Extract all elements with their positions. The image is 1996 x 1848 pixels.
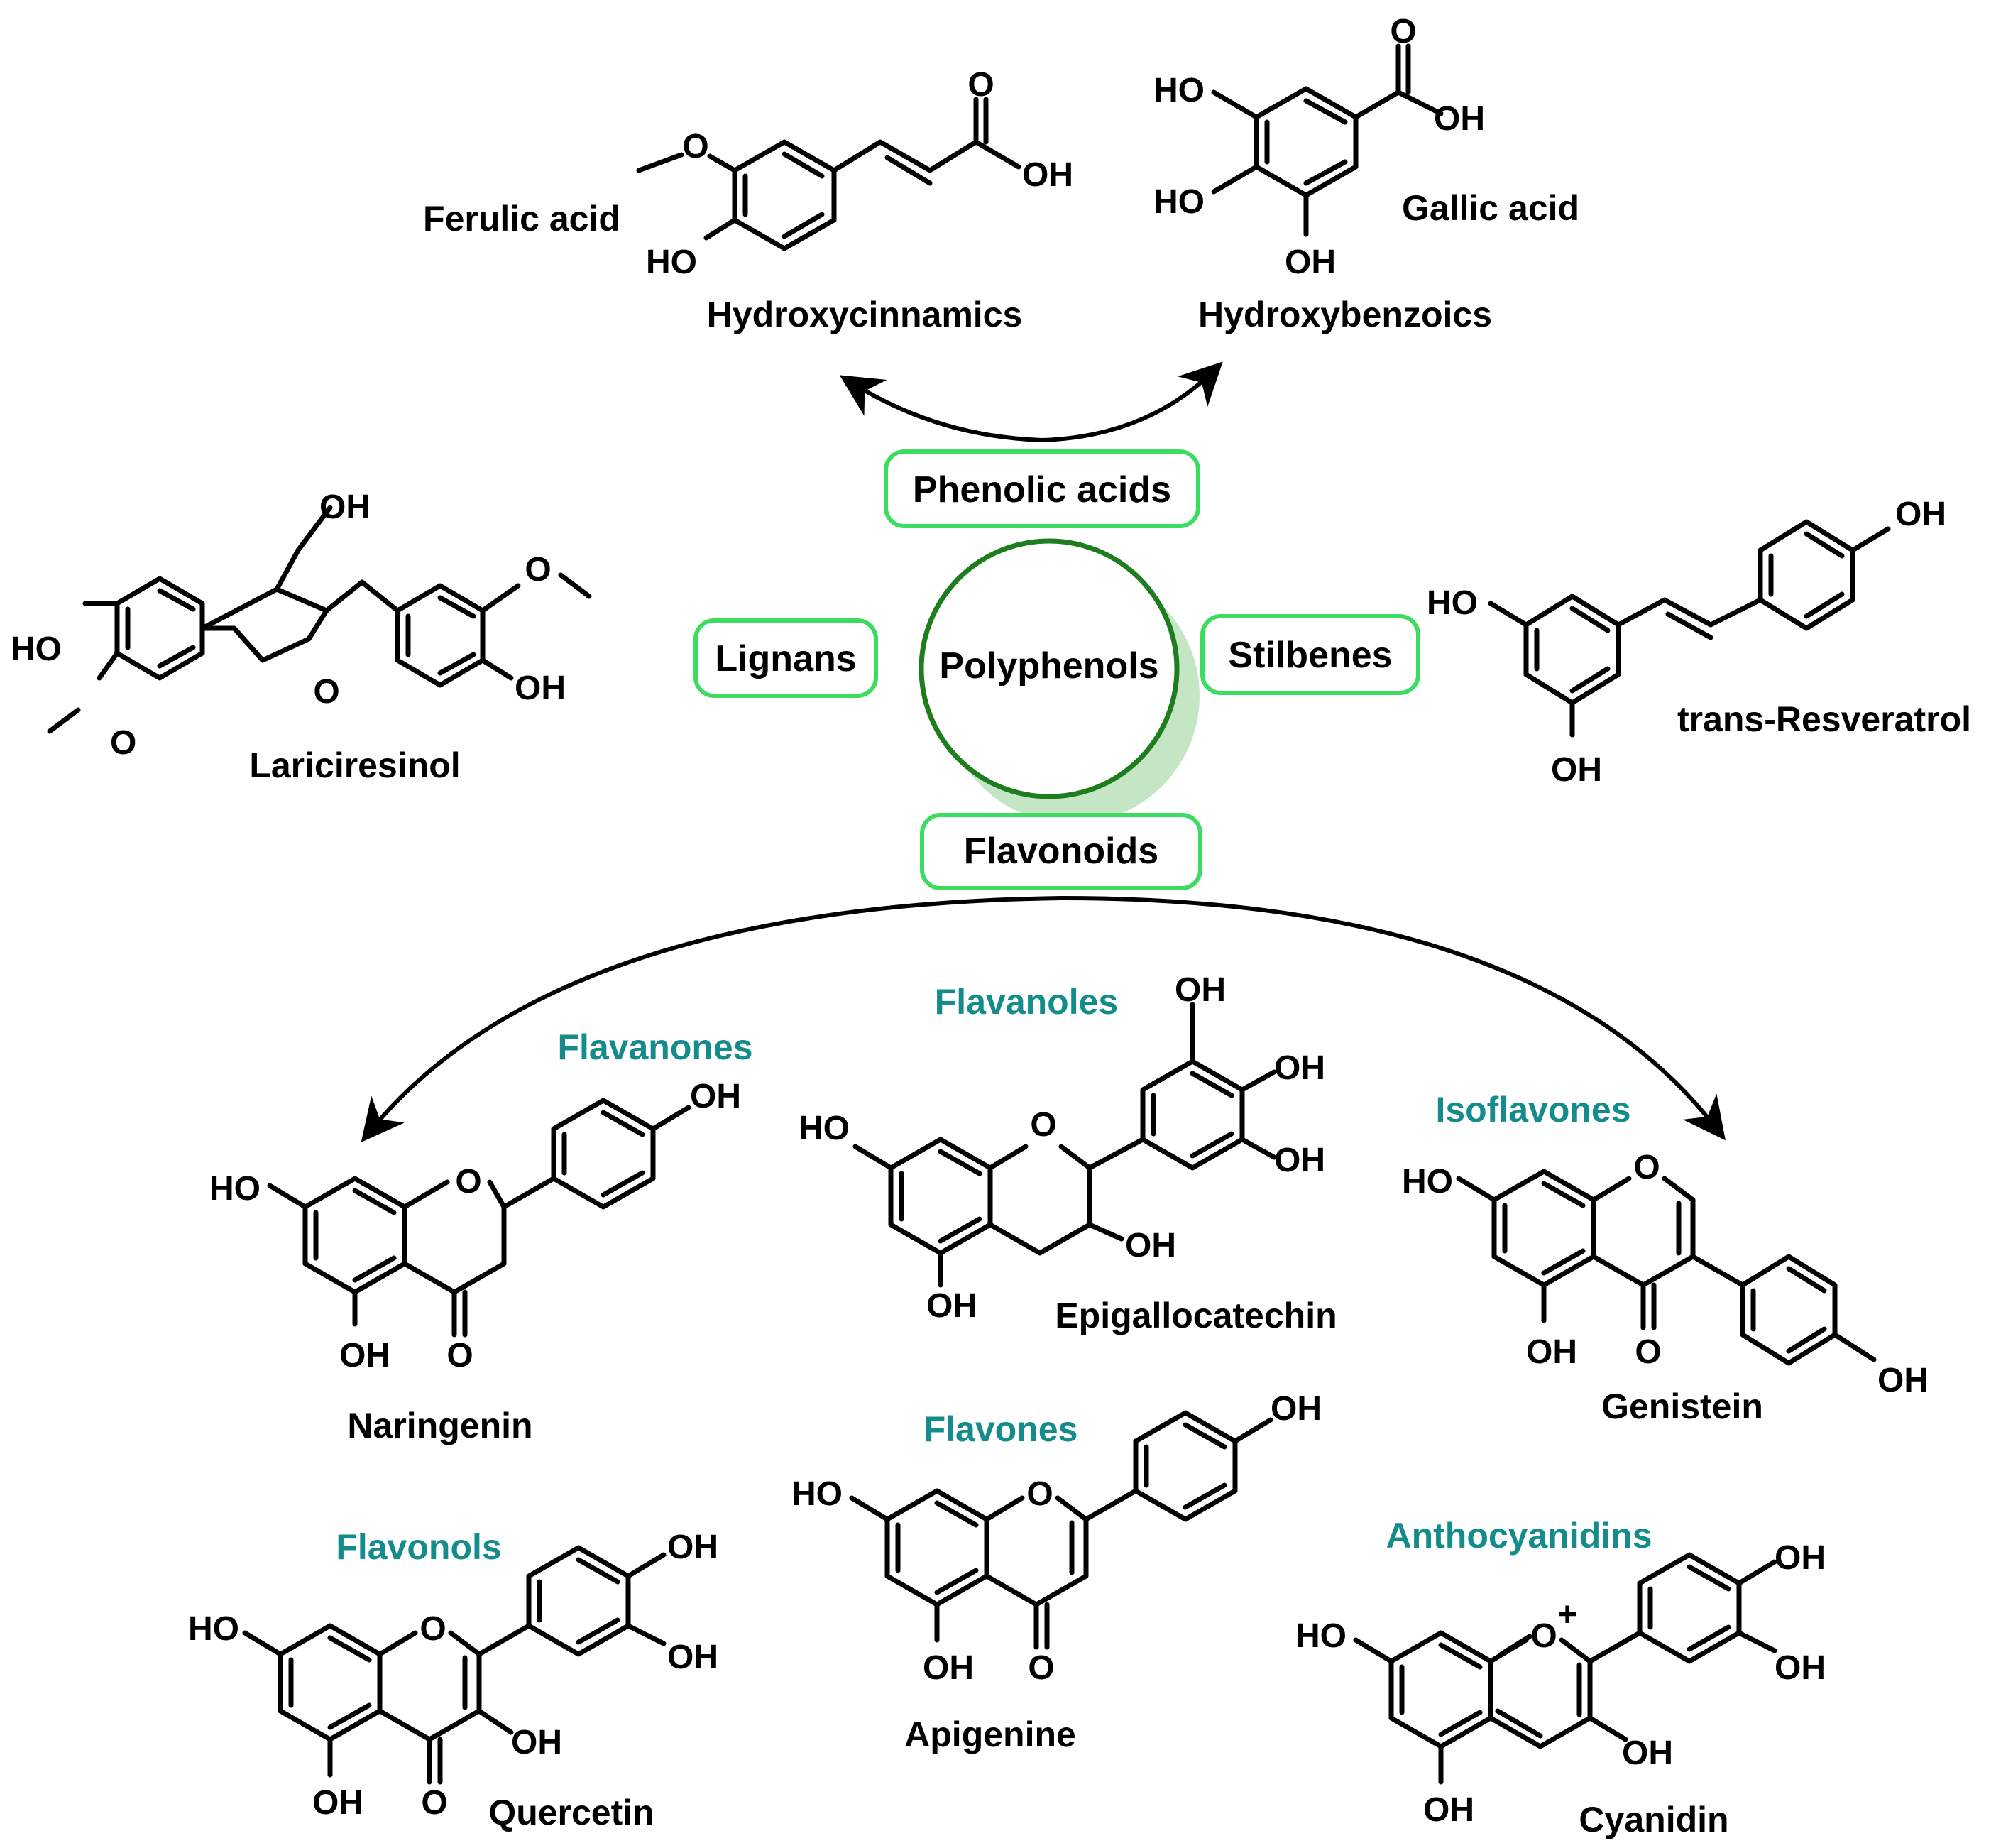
class-box-lignans: Lignans	[693, 618, 878, 698]
class-box-phenolic-acids: Phenolic acids	[884, 449, 1200, 528]
structure-quercetin: O HO OH O OH OH OH Quercetin	[188, 1529, 718, 1832]
atom-oh: OH	[667, 1639, 718, 1676]
atom-ho: HO	[791, 1475, 843, 1513]
atom-o: O	[420, 1610, 446, 1648]
arrow-to-hydroxybenzoics	[1041, 361, 1223, 442]
atom-o: O	[110, 724, 136, 762]
atom-oh: OH	[926, 1287, 977, 1325]
class-label-flavonoids: Flavonoids	[964, 831, 1158, 872]
structure-gallic-acid: O OH HO HO OH Gallic acid	[1153, 13, 1579, 281]
structure-genistein: O HO OH O OH Genistein	[1402, 1149, 1929, 1426]
subclass-flavanones: Flavanones	[557, 1027, 752, 1067]
atom-oh: OH	[667, 1529, 718, 1566]
structure-naringenin: O HO OH O OH Naringenin	[209, 1078, 741, 1445]
subclass-anthocyanidins: Anthocyanidins	[1386, 1516, 1652, 1556]
atom-oh: OH	[1622, 1734, 1673, 1772]
atom-oh: OH	[1434, 100, 1485, 138]
atom-o: O	[967, 66, 994, 104]
structure-ferulic-acid: O OH O HO Ferulic acid	[423, 66, 1073, 281]
atom-o: O	[1026, 1475, 1053, 1513]
center-label: Polyphenols	[939, 645, 1158, 687]
class-box-stilbenes: Stilbenes	[1200, 614, 1420, 695]
atom-o-plus: O	[1530, 1617, 1557, 1655]
class-label-stilbenes: Stilbenes	[1228, 635, 1392, 676]
structure-apigenine: O HO OH O OH Apigenine	[791, 1390, 1322, 1754]
atom-o: O	[313, 673, 339, 711]
atom-oh: OH	[1274, 1142, 1325, 1179]
atom-oh: OH	[312, 1784, 363, 1822]
compound-epigallocatechin: Epigallocatechin	[1055, 1296, 1337, 1335]
class-label-phenolic-acids: Phenolic acids	[913, 469, 1171, 510]
subclass-hydroxycinnamics: Hydroxycinnamics	[707, 295, 1023, 334]
atom-o: O	[1030, 1106, 1056, 1144]
atom-oh: OH	[511, 1724, 562, 1761]
atom-oh: OH	[1775, 1539, 1826, 1577]
atom-oh: OH	[1551, 751, 1602, 789]
class-label-lignans: Lignans	[715, 638, 856, 679]
atom-ho: HO	[799, 1110, 850, 1147]
compound-ferulic-acid: Ferulic acid	[423, 199, 620, 239]
atom-oh: OH	[319, 488, 371, 526]
structure-cyanidin: O + HO OH OH OH OH Cyanidin	[1295, 1539, 1826, 1839]
subclass-flavanoles: Flavanoles	[935, 982, 1118, 1022]
atom-ho: HO	[1402, 1163, 1453, 1201]
subclass-flavones: Flavones	[924, 1409, 1078, 1449]
atom-o: O	[1028, 1649, 1054, 1687]
atom-oh: OH	[1423, 1791, 1474, 1829]
compound-gallic-acid: Gallic acid	[1402, 188, 1579, 228]
atom-o: O	[446, 1337, 473, 1374]
atom-oh: OH	[1125, 1227, 1176, 1264]
atom-ho: HO	[1427, 584, 1478, 622]
atom-oh: OH	[1895, 496, 1946, 533]
atom-oh: OH	[1022, 156, 1073, 194]
atom-ho: HO	[11, 630, 62, 668]
arrow-to-isoflavones	[1060, 896, 1726, 1141]
atom-oh: OH	[515, 669, 566, 707]
atom-oh: OH	[1285, 244, 1336, 281]
subclass-isoflavones: Isoflavones	[1435, 1090, 1630, 1130]
compound-quercetin: Quercetin	[488, 1793, 654, 1832]
compound-apigenine: Apigenine	[904, 1715, 1076, 1754]
structure-epigallocatechin: O HO OH OH OH OH OH Epigallocatechin	[799, 971, 1337, 1335]
atom-ho: HO	[646, 244, 697, 281]
atom-oh: OH	[1877, 1362, 1929, 1399]
compound-lariciresinol: Lariciresinol	[249, 745, 460, 785]
atom-o: O	[421, 1784, 447, 1822]
atom-o: O	[1633, 1149, 1660, 1186]
structure-trans-resveratrol: OH HO OH trans-Resveratrol	[1427, 496, 1971, 789]
atom-oh: OH	[1175, 971, 1226, 1009]
compound-genistein: Genistein	[1601, 1387, 1763, 1426]
atom-oh: OH	[1775, 1649, 1826, 1687]
atom-oh: OH	[690, 1078, 741, 1115]
atom-o: O	[1635, 1333, 1661, 1371]
compound-naringenin: Naringenin	[347, 1406, 532, 1445]
atom-ho: HO	[1153, 72, 1205, 109]
center-circle	[919, 538, 1180, 799]
atom-oh: OH	[923, 1649, 974, 1687]
structure-lariciresinol: HO O O OH O OH Lariciresinol	[11, 488, 592, 785]
atom-ho: HO	[188, 1610, 239, 1648]
center-node: Polyphenols	[919, 538, 1200, 824]
atom-ho: HO	[209, 1170, 261, 1208]
atom-o: O	[682, 128, 708, 165]
atom-ho: HO	[1295, 1617, 1347, 1655]
class-box-flavonoids: Flavonoids	[920, 813, 1202, 890]
charge-plus: +	[1557, 1596, 1577, 1634]
subclass-flavonols: Flavonols	[336, 1527, 501, 1567]
atom-oh: OH	[1526, 1333, 1577, 1371]
compound-cyanidin: Cyanidin	[1579, 1800, 1728, 1839]
atom-oh: OH	[1274, 1049, 1325, 1087]
atom-ho: HO	[1153, 183, 1205, 221]
atom-o: O	[525, 551, 551, 589]
arrow-to-hydroxycinnamics	[839, 375, 1043, 442]
atom-oh: OH	[1271, 1390, 1322, 1428]
subclass-hydroxybenzoics: Hydroxybenzoics	[1198, 295, 1492, 334]
arrow-to-flavanones	[361, 896, 1062, 1142]
atom-o: O	[1390, 13, 1416, 50]
compound-trans-resveratrol: trans-Resveratrol	[1677, 699, 1971, 739]
atom-oh: OH	[339, 1337, 390, 1374]
atom-o: O	[455, 1163, 481, 1201]
